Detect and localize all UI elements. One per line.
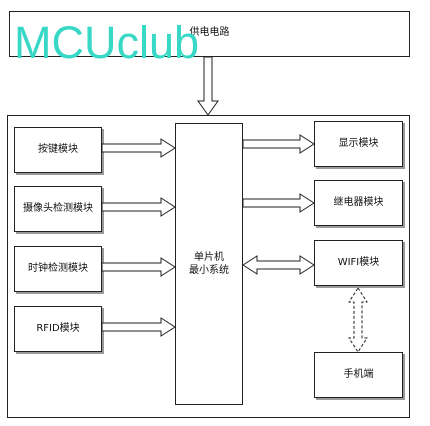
- input-arrow-clock: [101, 257, 176, 277]
- input-module-clock: 时钟检测模块: [14, 246, 102, 292]
- mcu-label-line2: 最小系统: [189, 265, 229, 276]
- input-module-label: 摄像头检测模块: [23, 203, 93, 215]
- input-module-keys: 按键模块: [14, 127, 102, 173]
- input-module-rfid: RFID模块: [14, 306, 102, 352]
- output-module-wifi: WIFI模块: [314, 240, 403, 286]
- mcu-label-line1: 单片机: [194, 251, 224, 263]
- output-arrow-display: [242, 134, 315, 154]
- input-module-label: RFID模块: [36, 323, 80, 335]
- mcu-box: 单片机 最小系统: [175, 123, 243, 405]
- input-arrow-keys: [101, 138, 176, 158]
- output-module-relay: 继电器模块: [314, 180, 403, 226]
- output-module-label: WIFI模块: [337, 257, 380, 269]
- input-module-label: 按键模块: [38, 144, 78, 156]
- output-module-display: 显示模块: [314, 121, 403, 167]
- wifi-bidirectional-arrow: [242, 255, 315, 275]
- input-module-label: 时钟检测模块: [28, 263, 88, 275]
- input-arrow-camera: [101, 197, 176, 217]
- output-arrow-relay: [242, 193, 315, 213]
- input-module-camera: 摄像头检测模块: [14, 186, 102, 232]
- output-module-label: 继电器模块: [333, 197, 384, 209]
- input-arrow-rfid: [101, 317, 176, 337]
- system-frame: [7, 115, 410, 418]
- phone-label: 手机端: [343, 369, 374, 381]
- wifi-phone-dashed-arrow: [348, 287, 368, 353]
- power-supply-box: 供电电路: [9, 11, 410, 57]
- output-module-label: 显示模块: [338, 138, 379, 150]
- phone-box: 手机端: [314, 352, 403, 398]
- power-arrow: [197, 56, 219, 116]
- power-supply-label: 供电电路: [189, 27, 230, 38]
